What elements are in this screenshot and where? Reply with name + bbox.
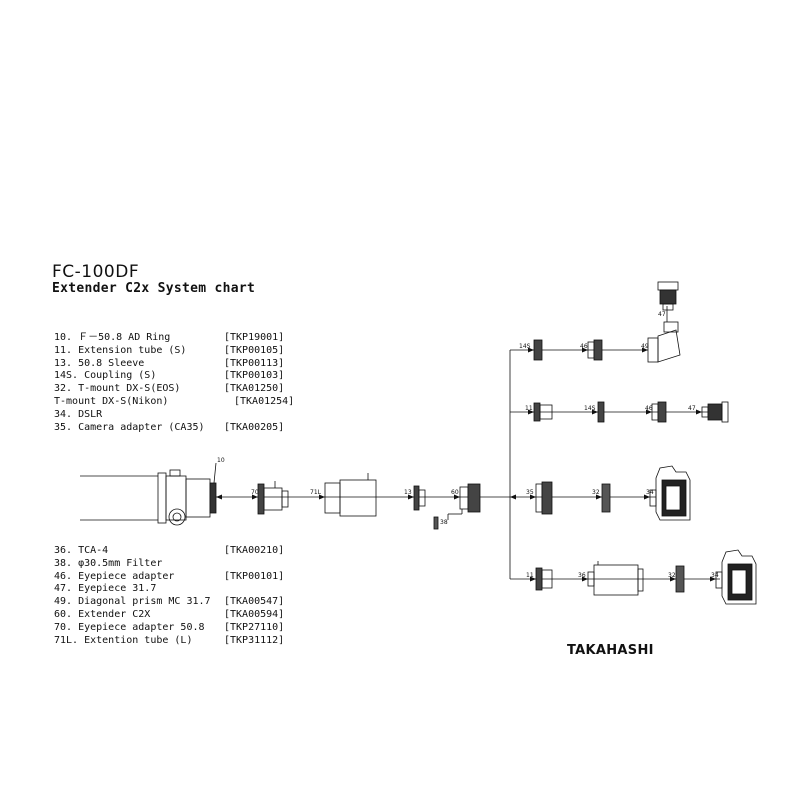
r4-label-32: 32: [668, 572, 676, 579]
part-name: 71L. Extention tube (L): [54, 634, 193, 646]
r2-label-11: 11: [525, 405, 533, 412]
part-name: 10. Ｆ－50.8 AD Ring: [54, 332, 171, 343]
label-70: 70: [251, 489, 259, 496]
label-71l: 71L: [310, 489, 322, 496]
part-code: [TKA00547]: [224, 596, 285, 608]
r2-label-14s: 14S: [584, 405, 596, 412]
chart-subtitle: Extender C2x System chart: [52, 281, 256, 296]
row4-t-mount-32: [675, 565, 685, 593]
telescope-tube: [80, 469, 217, 526]
row1-coupling-14s: [533, 339, 543, 361]
row2-coupling-14s: [597, 401, 605, 423]
r2-label-46: 46: [645, 405, 653, 412]
part-70-eyepiece-adapter: [257, 481, 289, 515]
row4-tca4-36: [587, 561, 644, 596]
brand-name: TAKAHASHI: [567, 643, 654, 658]
part-code: [TKP00101]: [224, 570, 285, 582]
part-code: [TKP00113]: [224, 357, 285, 369]
part-name: 47. Eyepiece 31.7: [54, 583, 157, 595]
r1-label-46: 46: [580, 343, 588, 350]
part-code: [TKP00103]: [224, 370, 285, 382]
part-name: 60. Extender C2X: [54, 608, 151, 620]
r4-label-36: 36: [578, 572, 586, 579]
part-71l-extension-tube: [324, 473, 377, 517]
part-name: 70. Eyepiece adapter 50.8: [54, 621, 205, 633]
part-code: [TKP31112]: [224, 634, 285, 646]
part-code: [TKP27110]: [224, 621, 285, 633]
label-38: 38: [440, 519, 448, 526]
r1-label-47: 47: [658, 311, 666, 318]
part-code: [TKA01254]: [234, 395, 295, 407]
part-60-extender: [447, 483, 481, 520]
arrowheads: [216, 347, 716, 582]
part-38-filter: [433, 516, 439, 530]
part-code: [TKP19001]: [224, 332, 285, 343]
row2-eyepiece-47: [701, 401, 729, 423]
part-name: 34. DSLR: [54, 408, 103, 420]
row1-eyepiece-47: [657, 281, 679, 311]
part-name: 13. 50.8 Sleeve: [54, 357, 145, 369]
row1-diagonal-prism-49: [647, 321, 681, 363]
r4-label-34: 34: [711, 572, 719, 579]
label-60: 60: [451, 489, 459, 496]
part-name: 46. Eyepiece adapter: [54, 570, 175, 582]
part-name: 38. φ30.5mm Filter: [54, 557, 163, 569]
part-name: 11. Extension tube (S): [54, 344, 187, 356]
label-13: 13: [404, 489, 412, 496]
part-name: 49. Diagonal prism MC 31.7: [54, 596, 211, 608]
part-13-sleeve: [413, 485, 426, 511]
part-name: 14S. Coupling (S): [54, 370, 157, 382]
r2-label-47: 47: [688, 405, 696, 412]
r3-label-34: 34: [646, 489, 654, 496]
row3-dslr-34: [649, 465, 691, 521]
r4-label-11: 11: [526, 572, 534, 579]
part-name: T-mount DX-S(Nikon): [54, 395, 169, 407]
part-code: [TKA01250]: [224, 383, 285, 395]
label-10: 10: [217, 457, 225, 464]
part-code: [TKA00594]: [224, 608, 285, 620]
row3-t-mount-32: [601, 483, 611, 513]
part-name: 35. Camera adapter (CA35): [54, 421, 205, 433]
row3-camera-adapter-35: [535, 481, 553, 515]
r1-label-49: 49: [641, 343, 649, 350]
part-name: 36. TCA-4: [54, 545, 109, 556]
part-code: [TKA00210]: [224, 545, 285, 556]
chart-title: FC-100DF: [52, 262, 140, 282]
r1-label-14s: 14S: [519, 343, 531, 350]
part-name: 32. T-mount DX-S(EOS): [54, 383, 181, 395]
row4-dslr-34: [715, 549, 757, 605]
r3-label-35: 35: [526, 489, 534, 496]
part-code: [TKP00105]: [224, 344, 285, 356]
part-code: [TKA00205]: [224, 421, 285, 433]
r3-label-32: 32: [592, 489, 600, 496]
leader-10: [213, 462, 217, 484]
